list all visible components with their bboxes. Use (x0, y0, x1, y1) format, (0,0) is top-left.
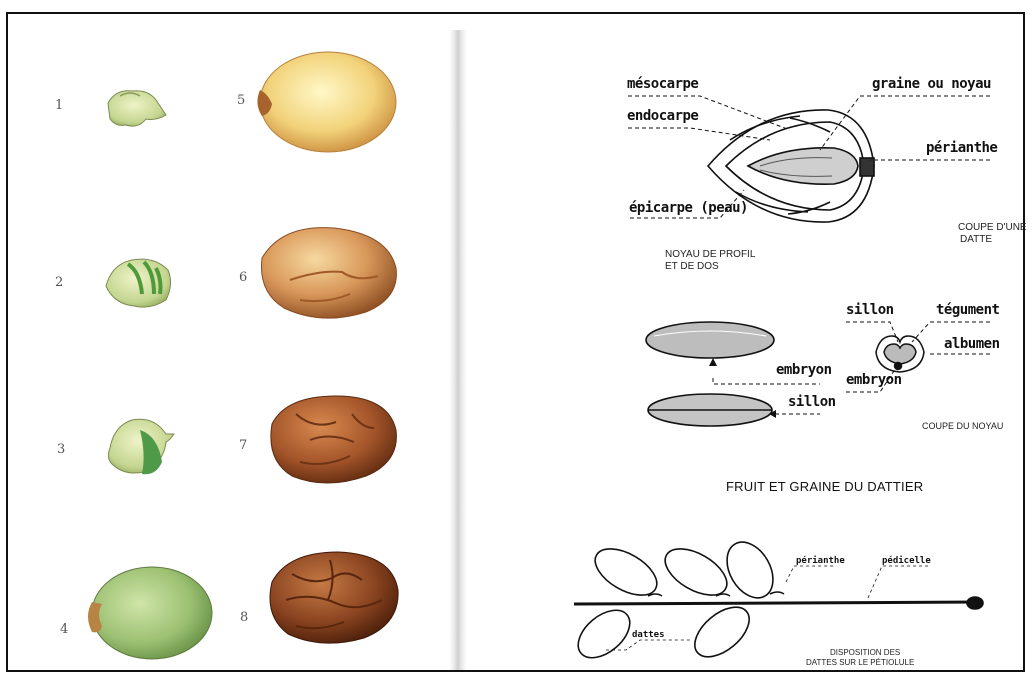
label-albumen: albumen (944, 336, 1000, 352)
caption-disposition-line1: DISPOSITION DES (830, 648, 900, 658)
caption-coupe-datte-line1: COUPE D'UNE (958, 222, 1027, 234)
label-embryon-section: embryon (846, 372, 902, 388)
embryon-arrow (709, 358, 717, 366)
label-sillon-seed: sillon (788, 394, 836, 410)
figure-title: FRUIT ET GRAINE DU DATTIER (726, 479, 923, 494)
label-sillon-section: sillon (846, 302, 894, 318)
caption-coupe-datte-line2: DATTE (960, 234, 992, 246)
label-pedicelle: pédicelle (882, 556, 931, 566)
label-perianthe: périanthe (926, 140, 997, 156)
label-epicarpe: épicarpe (peau) (629, 200, 748, 216)
seed-profile-views (646, 322, 774, 426)
label-dattes: dattes (632, 630, 665, 640)
caption-disposition-line2: DATTES SUR LE PÉTIOLULE (806, 658, 914, 668)
seed-cross-section (876, 336, 924, 372)
caption-noyau-profil-line1: NOYAU DE PROFIL (665, 249, 755, 261)
label-endocarpe: endocarpe (627, 108, 698, 124)
label-perianthe-branch: périanthe (796, 556, 845, 566)
label-graine-ou-noyau: graine ou noyau (872, 76, 991, 92)
date-branch (569, 534, 983, 667)
label-tegument: tégument (936, 302, 999, 318)
label-mesocarpe: mésocarpe (627, 76, 698, 92)
caption-noyau-profil-line2: ET DE DOS (665, 261, 719, 273)
label-embryon-seed: embryon (776, 362, 832, 378)
caption-coupe-noyau: COUPE DU NOYAU (922, 420, 1003, 432)
